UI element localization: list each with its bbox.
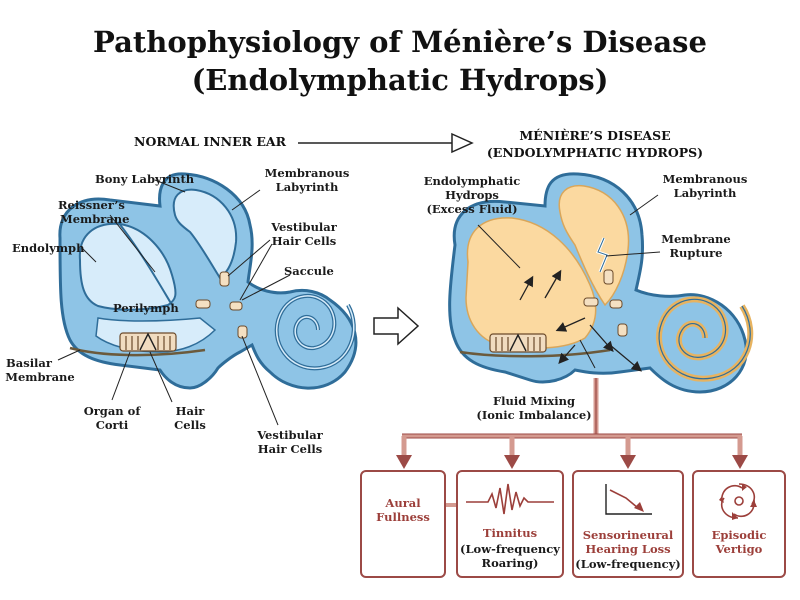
header-disease-line-2: (ENDOLYMPHATIC HYDROPS) xyxy=(486,145,704,160)
symptom-tinnitus-sub-2: Roaring) xyxy=(481,556,539,570)
normal-reissners-membrane xyxy=(117,221,173,306)
label-fluid-mixing-1: Fluid Mixing xyxy=(492,394,576,408)
label-hair-cells-1: Hair xyxy=(175,404,205,418)
label-hydrops-1: Endolymphatic xyxy=(423,174,521,188)
normal-basilar-membrane xyxy=(69,346,206,357)
label-disease-membranous-labyrinth-2: Labyrinth xyxy=(673,186,737,200)
symptom-aural-fullness-line-1: Aural xyxy=(385,496,421,510)
label-endolymph: Endolymph xyxy=(12,241,85,255)
label-reissners-membrane-2: Membrane xyxy=(60,212,130,226)
label-hair-cells-2: Cells xyxy=(174,418,206,432)
header-disease-line-1: MÉNIÈRE’S DISEASE xyxy=(519,128,671,143)
label-basilar-membrane-1: Basilar xyxy=(6,356,52,370)
header-arrow xyxy=(298,132,474,154)
vertigo-spiral-icon xyxy=(719,483,757,520)
label-fluid-mixing-2: (Ionic Imbalance) xyxy=(476,408,592,422)
header-normal-inner-ear: NORMAL INNER EAR xyxy=(134,134,286,149)
hearing-loss-graph-icon xyxy=(605,484,652,515)
label-membrane-rupture-1: Membrane xyxy=(661,232,731,246)
label-hydrops-3: (Excess Fluid) xyxy=(426,202,518,216)
fluid-mixing-arrows xyxy=(519,269,642,372)
label-membrane-rupture-2: Rupture xyxy=(669,246,723,260)
symptom-hearing-loss-line-2: Hearing Loss xyxy=(585,542,671,556)
label-perilymph: Perilymph xyxy=(113,301,179,315)
label-vestibular-hair-cells-1: Vestibular xyxy=(271,220,337,234)
page-title-line-2: (Endolymphatic Hydrops) xyxy=(191,63,609,97)
tinnitus-waveform-icon xyxy=(466,483,554,515)
normal-endolymph xyxy=(78,222,177,311)
symptom-tinnitus-title: Tinnitus xyxy=(482,526,538,540)
symptom-vertigo-line-2: Vertigo xyxy=(715,542,763,556)
label-hydrops-2: Hydrops xyxy=(445,188,499,202)
symptom-aural-fullness-line-2: Fullness xyxy=(376,510,430,524)
symptom-box-aural-fullness: Aural Fullness xyxy=(360,470,446,578)
label-disease-membranous-labyrinth-1: Membranous xyxy=(662,172,748,186)
label-membranous-labyrinth-1: Membranous xyxy=(264,166,350,180)
label-reissners-membrane-1: Reissner’s xyxy=(58,198,125,212)
normal-organ-of-corti xyxy=(119,332,177,352)
disease-inner-ear xyxy=(448,172,754,394)
symptom-tinnitus-sub-1: (Low-frequency xyxy=(460,542,560,556)
normal-semicircular-canal xyxy=(172,188,238,280)
symptom-flow-tree xyxy=(396,378,748,512)
symptom-box-vertigo: Episodic Vertigo xyxy=(692,470,786,578)
disease-vestibular-hair-cells xyxy=(583,269,628,337)
label-vestibular-hair-cells-lower-2: Hair Cells xyxy=(257,442,323,456)
label-organ-of-corti-2: Corti xyxy=(95,418,129,432)
transition-arrow xyxy=(373,306,420,346)
label-organ-of-corti-1: Organ of xyxy=(83,404,141,418)
symptom-box-tinnitus: Tinnitus (Low-frequency Roaring) xyxy=(456,470,564,578)
symptom-box-hearing-loss: Sensorineural Hearing Loss (Low-frequenc… xyxy=(572,470,684,578)
page-title-line-1: Pathophysiology of Ménière’s Disease xyxy=(93,25,707,59)
normal-vestibular-hair-cells xyxy=(195,271,248,339)
label-bony-labyrinth: Bony Labyrinth xyxy=(95,172,195,186)
disease-organ-of-corti xyxy=(459,333,611,358)
label-saccule: Saccule xyxy=(284,264,334,278)
label-vestibular-hair-cells-2: Hair Cells xyxy=(271,234,337,248)
normal-inner-ear xyxy=(57,172,358,426)
label-membranous-labyrinth-2: Labyrinth xyxy=(275,180,339,194)
label-vestibular-hair-cells-lower-1: Vestibular xyxy=(257,428,323,442)
symptom-hearing-loss-line-1: Sensorineural xyxy=(582,528,674,542)
label-basilar-membrane-2: Membrane xyxy=(5,370,75,384)
symptom-vertigo-line-1: Episodic xyxy=(711,528,767,542)
symptom-hearing-loss-sub: (Low-frequency) xyxy=(575,557,681,571)
